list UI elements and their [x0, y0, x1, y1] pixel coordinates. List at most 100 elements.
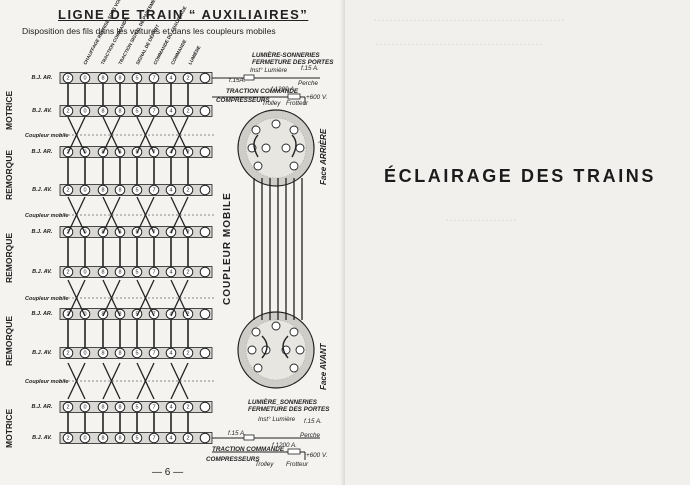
terminal-number: 2: [186, 311, 189, 317]
terminal: [79, 401, 91, 413]
terminal-number: 2: [186, 269, 189, 275]
terminal-number: 0: [83, 311, 86, 317]
bottom-perche: Perche: [300, 432, 320, 439]
terminal-number: 5: [135, 435, 138, 441]
terminal-number: 8: [101, 75, 104, 81]
fuse: [287, 93, 301, 100]
bj-ar-label: B.J. AR.: [32, 149, 53, 155]
coupler-pin: [289, 327, 299, 337]
terminal: [114, 184, 126, 196]
terminal: [79, 347, 91, 359]
show-through-text: …………………………………………: [373, 10, 565, 24]
terminal: [148, 266, 160, 278]
terminal-number: 0: [83, 350, 86, 356]
bj-ar-label: B.J. AR.: [32, 404, 53, 410]
terminal-number: 4: [169, 108, 172, 114]
crossing-wire: [102, 362, 121, 400]
bottom-frotteur: Frotteur: [286, 461, 309, 468]
terminal: [199, 146, 211, 158]
show-through-text: ………………: [445, 210, 517, 224]
terminal-number: 2: [186, 187, 189, 193]
terminal: [97, 266, 109, 278]
terminal: [199, 266, 211, 278]
terminal: [62, 184, 74, 196]
terminal: [62, 266, 74, 278]
terminal: [79, 72, 91, 84]
terminal-number: 7: [152, 75, 155, 81]
terminal-number: 5: [135, 75, 138, 81]
top-trolley: Trolley: [262, 100, 281, 107]
terminal: [148, 72, 160, 84]
bj-av-label: B.J. AV.: [32, 187, 52, 193]
top-f15a-right: f.15 A.: [301, 65, 319, 72]
terminal-number: 7: [152, 435, 155, 441]
bj-ar-label: B.J. AR.: [32, 75, 53, 81]
terminal-number: 0: [83, 187, 86, 193]
terminal-number: 8: [118, 311, 121, 317]
terminal: [97, 347, 109, 359]
terminal-number: 8: [101, 404, 104, 410]
terminal: [131, 401, 143, 413]
bottom-trolley: Trolley: [255, 461, 274, 468]
terminal-number: 8: [101, 350, 104, 356]
terminal: [148, 105, 160, 117]
terminal-number: 4: [169, 350, 172, 356]
terminal: [97, 105, 109, 117]
top-f15a-left: f.15A.: [229, 77, 246, 84]
page-title: LIGNE DE TRAIN “ AUXILIAIRES”: [58, 7, 309, 22]
coupleur-mobile-label: Coupleur mobile: [25, 379, 68, 385]
column-header: LUMIÈRE: [186, 44, 202, 66]
bottom-fermeture-label: FERMETURE DES PORTES: [248, 406, 330, 413]
terminal-number: 2: [186, 350, 189, 356]
column-header: COMMANDE: [170, 39, 187, 66]
terminal: [199, 401, 211, 413]
terminal-number: 2: [186, 435, 189, 441]
bj-av-label: B.J. AV.: [32, 435, 52, 441]
vehicle-label-remorque-1: REMORQUE: [4, 149, 14, 200]
terminal-number: 2: [66, 350, 69, 356]
terminal-number: 8: [118, 75, 121, 81]
terminal: [199, 72, 211, 84]
terminal: [182, 432, 194, 444]
bj-av-label: B.J. AV.: [32, 350, 52, 356]
coupler-loop: [261, 335, 289, 359]
terminal: [62, 347, 74, 359]
terminal: [114, 72, 126, 84]
coupler-pin: [253, 363, 263, 373]
terminal: [114, 432, 126, 444]
terminal-number: 7: [152, 311, 155, 317]
coupler-pin: [295, 143, 305, 153]
crossing-wire: [102, 196, 121, 234]
terminal-number: 2: [186, 108, 189, 114]
terminal-number: 2: [66, 75, 69, 81]
terminal: [182, 72, 194, 84]
fuse: [243, 74, 255, 81]
terminal: [148, 347, 160, 359]
bj-av-label: B.J. AV.: [32, 269, 52, 275]
bj-ar-label: B.J. AR.: [32, 229, 53, 235]
terminal-number: 4: [169, 269, 172, 275]
terminal-number: 8: [101, 187, 104, 193]
terminal-number: 5: [135, 108, 138, 114]
coupler-pin: [261, 143, 271, 153]
terminal: [165, 432, 177, 444]
coupleur-mobile-label: Coupleur mobile: [25, 133, 68, 139]
terminal: [199, 308, 211, 320]
bottom-f15a-right: f.15 A.: [304, 418, 322, 425]
bj-ar-label: B.J. AR.: [32, 311, 53, 317]
terminal-number: 2: [66, 108, 69, 114]
terminal-number: 8: [101, 311, 104, 317]
coupler-pin: [289, 125, 299, 135]
terminal-number: 2: [66, 187, 69, 193]
fuse: [287, 448, 301, 455]
crossing-wire: [170, 196, 189, 234]
terminal: [97, 72, 109, 84]
terminal: [131, 184, 143, 196]
terminal: [114, 401, 126, 413]
show-through-text: ……………………………………: [375, 34, 543, 48]
left-page: LIGNE DE TRAIN “ AUXILIAIRES” Dispositio…: [0, 0, 345, 485]
terminal: [114, 347, 126, 359]
terminal: [148, 401, 160, 413]
terminal: [165, 105, 177, 117]
